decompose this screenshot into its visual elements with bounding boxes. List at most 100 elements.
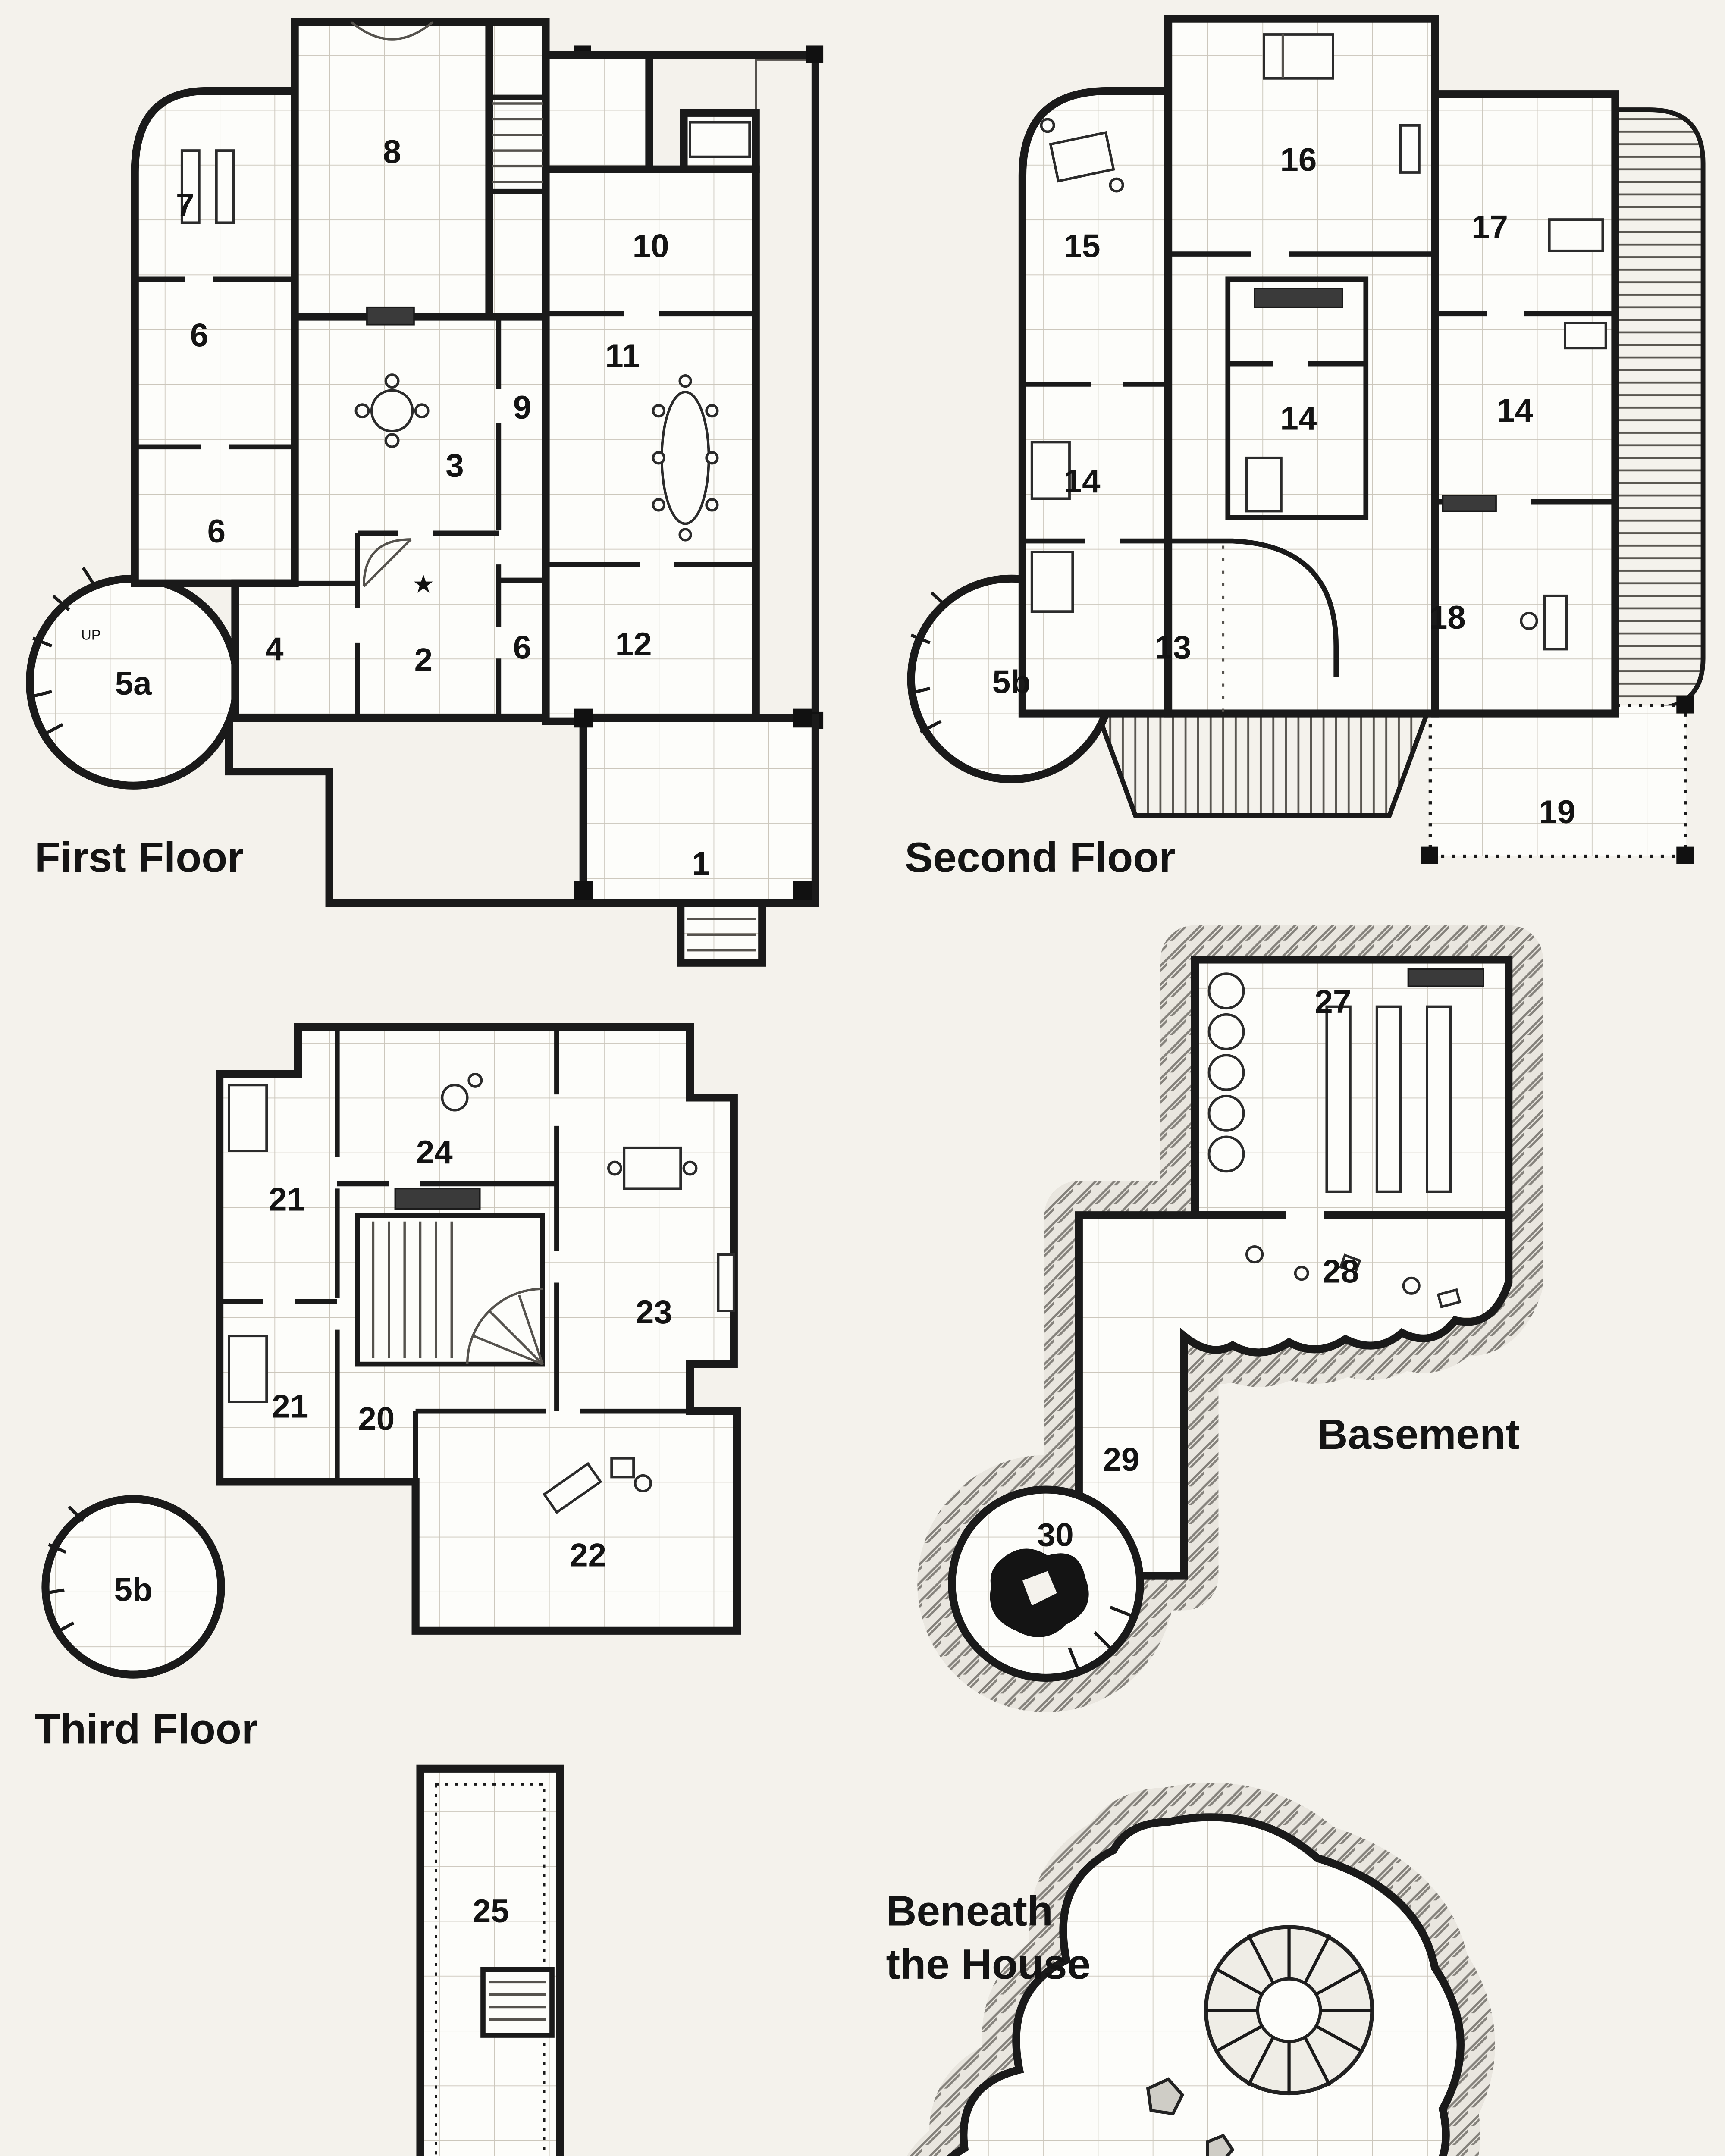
room-label: 21 [269,1181,305,1218]
stair-treads [489,1981,546,2021]
furniture-sideboard [1442,495,1497,512]
tower-stair-ticks [45,1505,85,1634]
room-label: 23 [636,1294,672,1331]
furniture-debris [634,1474,652,1493]
furniture-bench [717,1253,735,1312]
interior-walls [220,1027,737,1482]
stair-core [355,1213,545,1367]
furniture-table [215,149,235,224]
beneath-the-house-plan: 31 Beneath the House [886,1783,1495,2156]
debris [1294,1266,1309,1281]
widows-walk-plan: 25 Widow's Walk [416,1764,564,2156]
room-label: 27 [1314,984,1351,1020]
furniture-table [623,1146,682,1190]
room-label: 29 [1103,1442,1140,1478]
debris [1436,1288,1462,1309]
room-label: 19 [1539,794,1575,830]
furniture-shelf-rack [1375,1005,1402,1193]
stair-hatch [480,1967,555,2038]
bay-window-arc [350,21,434,41]
room-label: 5b [992,664,1031,700]
furniture-crate [542,1462,602,1514]
barrel [1208,1054,1245,1091]
furniture-dining-table [660,391,710,525]
rock [1146,2077,1185,2115]
room-label: 21 [272,1388,308,1425]
room-label: 10 [633,228,669,264]
room-label: 4 [265,631,284,667]
room-label: 16 [1280,141,1317,178]
furniture-couch [1548,218,1604,252]
furniture-table [180,149,201,224]
room-label: 14 [1280,400,1317,437]
basement-plan: 27 28 29 30 Basement [917,925,1543,1712]
barrel [1208,1135,1245,1173]
furniture-chair [607,1160,622,1176]
barrel [1208,1013,1245,1050]
room-label: 9 [513,389,531,426]
terrace-railing [225,718,583,907]
furniture-bed [1030,551,1074,613]
furniture-dresser [1399,124,1421,174]
stair-arc [362,538,412,587]
debris [1339,1253,1361,1274]
furniture-table [1049,131,1115,183]
furniture-chair [354,403,370,419]
furniture-chair [682,1160,698,1176]
west-wing-outline [1018,87,1173,718]
room-label: 7 [176,187,194,224]
west-wing-outline [131,87,299,587]
room-label: 30 [1037,1517,1074,1553]
furniture-bed [1564,322,1607,350]
up-label: UP [81,627,100,643]
furniture-bed [689,121,751,158]
floor-caption-line: Beneath [886,1887,1053,1934]
room-label: 8 [383,134,401,170]
walk-inner-dotted [435,1783,546,2156]
second-floor-plan: 16 15 17 14 14 14 13 18 19 5b Second Flo… [905,15,1706,881]
room-label: 1 [692,846,710,882]
furniture-chair [1109,177,1124,193]
furniture-chair [705,451,719,465]
furniture-chair [652,404,665,418]
tower-stair-ticks [32,567,96,737]
furniture-bed [1245,456,1283,513]
porch-post [793,708,812,728]
room-label: 5a [115,665,152,702]
room-19-balcony [1428,704,1687,858]
room-label: 18 [1429,599,1466,636]
stair-fan [466,1288,544,1366]
room-label: 3 [445,447,464,484]
furniture-chair [384,373,400,389]
furniture-chair [1040,118,1055,133]
hip-roof [1094,711,1430,818]
furniture-desk [1543,594,1568,651]
room-label: 25 [473,1893,509,1930]
floor-caption: Basement [1317,1410,1520,1458]
rock-mound-large [1204,1925,1374,2096]
room-label: 13 [1155,629,1192,666]
stairs-up-star-icon: ★ [412,570,435,599]
balcony-post [1676,696,1694,714]
tower-room-5b [41,1495,225,1679]
furniture-bookshelf [394,1188,481,1210]
room-27-outline [1191,956,1513,1219]
furniture-round-table [370,389,414,432]
debris [1245,1245,1264,1264]
stair-treads [372,1221,453,1358]
furniture-chair [678,528,692,542]
room-label: 6 [513,629,531,666]
furniture-chair [384,433,400,448]
room-label: 15 [1064,228,1101,264]
curved-wall [1232,538,1339,646]
utility-room-outline [542,51,653,173]
walk-outline [416,1764,564,2156]
debris [1402,1276,1421,1295]
floor-caption: Third Floor [34,1705,258,1753]
furniture-bed [227,1335,268,1403]
floor-caption-line: the House [886,1940,1091,1988]
furniture-chair [652,451,665,465]
room-label: 2 [414,642,433,678]
